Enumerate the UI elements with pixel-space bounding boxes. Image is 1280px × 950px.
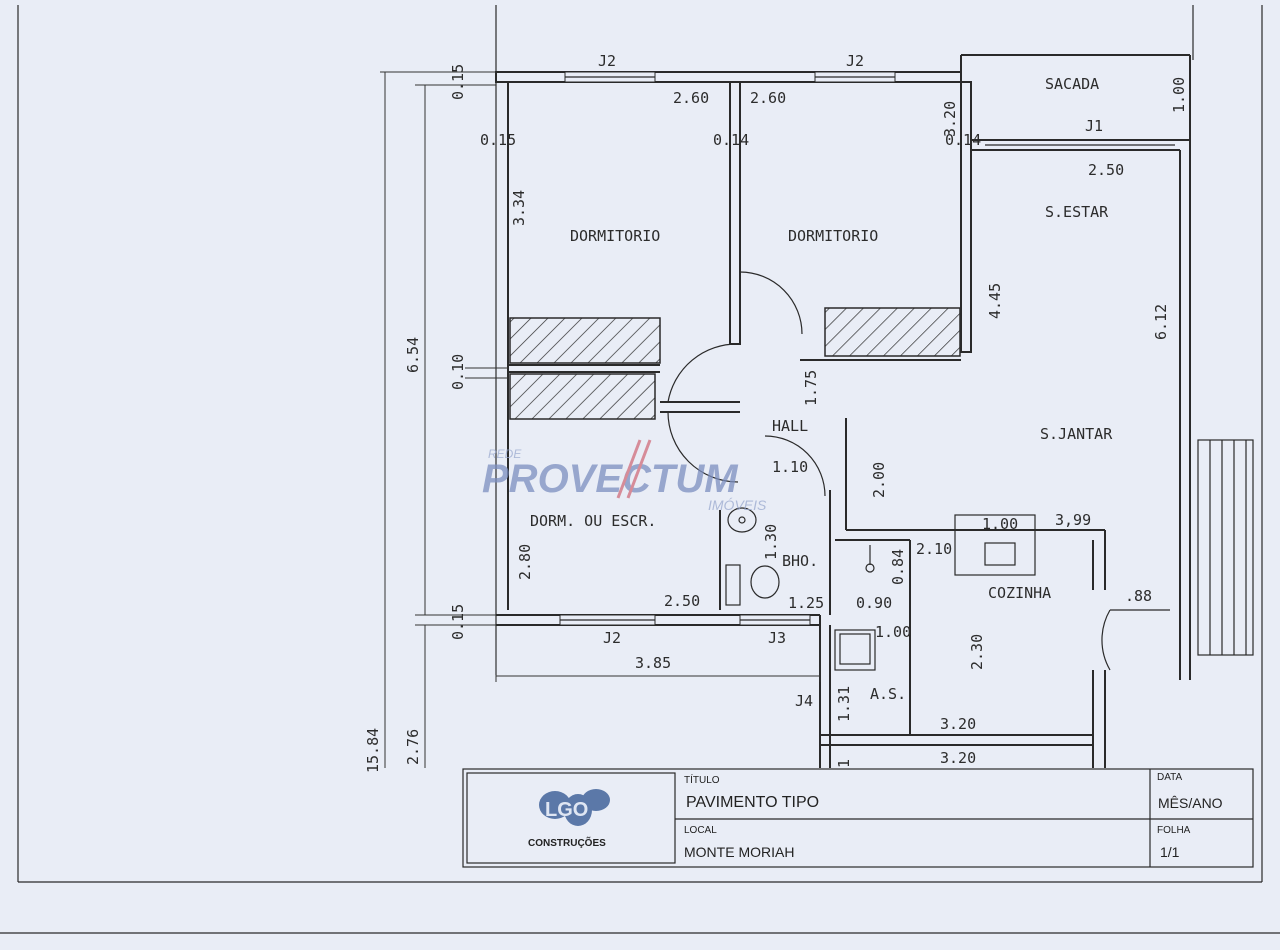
dim-230: 2.30	[968, 634, 986, 670]
dim-399: 3,99	[1055, 511, 1091, 529]
stairs	[1197, 439, 1254, 656]
dim-210: 2.10	[916, 540, 952, 558]
dimension-texts: 2.60 2.60 0.15 0.14 0.14 2.50 1.10 1.00 …	[480, 89, 1152, 767]
logo-text: CONSTRUÇÕES	[528, 836, 606, 849]
kitchen-sink-icon	[984, 542, 1016, 566]
dim-250-sacada: 2.50	[1088, 161, 1124, 179]
window-j1: J1	[1085, 117, 1103, 135]
dim-612: 6.12	[1152, 304, 1170, 340]
dimension-lines	[380, 71, 821, 768]
room-bho: BHO.	[782, 552, 818, 570]
dim-250-dorm: 2.50	[664, 592, 700, 610]
dim-320-a: 3.20	[940, 715, 976, 733]
room-dormitorio-1: DORMITORIO	[570, 227, 660, 245]
interior-walls	[508, 81, 1106, 768]
watermark-brand: PROVECTUM	[482, 457, 739, 501]
dim-654: 6.54	[404, 337, 422, 373]
laundry-sink-icon	[839, 633, 871, 665]
dim-130: 1.30	[762, 524, 780, 560]
dim-088: .88	[1125, 587, 1152, 605]
room-jantar: S.JANTAR	[1040, 425, 1113, 443]
window-j2-b: J2	[846, 52, 864, 70]
watermark-sub: IMÓVEIS	[708, 497, 767, 513]
dim-014-b: 0.14	[945, 131, 981, 149]
room-labels: DORMITORIO DORMITORIO DORM. OU ESCR. HAL…	[530, 75, 1113, 703]
local-value: MONTE MORIAH	[684, 844, 794, 860]
logo-icon: LGO	[539, 789, 610, 826]
titulo-value: PAVIMENTO TIPO	[686, 794, 819, 811]
dim-131: 1.31	[835, 686, 853, 722]
dim-015-left: 0.15	[480, 131, 516, 149]
room-as: A.S.	[870, 685, 906, 703]
dim-260-a: 2.60	[673, 89, 709, 107]
data-label: DATA	[1157, 772, 1183, 783]
dim-276: 2.76	[404, 729, 422, 765]
dim-090: 0.90	[856, 594, 892, 612]
window-labels: J2 J2 J2 J1 J3 J4	[598, 52, 1103, 710]
windows	[559, 71, 1175, 626]
kitchen-counter	[954, 514, 1036, 576]
window-j4: J4	[795, 692, 813, 710]
shower-icon	[865, 545, 875, 573]
window-j2-c: J2	[603, 629, 621, 647]
toilet-icon	[750, 565, 780, 599]
washbasin-icon	[727, 507, 757, 533]
dim-280: 2.80	[516, 544, 534, 580]
dim-320-b: 3.20	[940, 749, 976, 767]
dim-320-top: 3.20	[941, 101, 959, 137]
exterior-walls	[495, 54, 1191, 680]
window-j3: J3	[768, 629, 786, 647]
dim-015-top: 0.15	[449, 64, 467, 100]
watermark-rede: REDE	[488, 447, 522, 461]
folha-value: 1/1	[1160, 844, 1180, 860]
dim-014-a: 0.14	[713, 131, 749, 149]
folha-label: FOLHA	[1157, 825, 1191, 836]
title-block: LGO CONSTRUÇÕES TÍTULO PAVIMENTO TIPO LO…	[462, 768, 1254, 868]
watermark: REDE PROVECTUM IMÓVEIS	[482, 439, 767, 513]
dim-200: 2.00	[870, 462, 888, 498]
dim-334: 3.34	[510, 190, 528, 226]
dim-010: 0.10	[449, 354, 467, 390]
dim-385: 3.85	[635, 654, 671, 672]
titulo-label: TÍTULO	[684, 773, 720, 786]
dim-100-as: 1.00	[875, 623, 911, 641]
fixtures	[725, 507, 1036, 671]
sheet-border	[0, 5, 1280, 934]
room-dormitorio-2: DORMITORIO	[788, 227, 878, 245]
dimension-texts-vertical: 0.15 3.20 1.00 3.34 6.54 0.10 1.75 4.45 …	[364, 64, 1188, 773]
room-hall: HALL	[772, 417, 808, 435]
room-sacada: SACADA	[1045, 75, 1099, 93]
dim-015-bottom: 0.15	[449, 604, 467, 640]
dim-175: 1.75	[802, 370, 820, 406]
dim-110: 1.10	[772, 458, 808, 476]
door-swings	[667, 271, 1170, 671]
dim-260-b: 2.60	[750, 89, 786, 107]
dim-fragment: 1	[835, 759, 853, 768]
dim-100-cozinha: 1.00	[982, 515, 1018, 533]
dim-125: 1.25	[788, 594, 824, 612]
dim-100-sacada: 1.00	[1170, 77, 1188, 113]
dim-445: 4.45	[986, 283, 1004, 319]
window-j2-a: J2	[598, 52, 616, 70]
local-label: LOCAL	[684, 825, 717, 836]
room-estar: S.ESTAR	[1045, 203, 1109, 221]
data-value: MÊS/ANO	[1158, 795, 1223, 811]
wardrobes	[509, 307, 961, 420]
dim-084: 0.84	[889, 549, 907, 585]
dim-1584: 15.84	[364, 728, 382, 773]
logo-letters: LGO	[545, 799, 588, 821]
room-dorm-escr: DORM. OU ESCR.	[530, 512, 656, 530]
room-cozinha: COZINHA	[988, 584, 1051, 602]
